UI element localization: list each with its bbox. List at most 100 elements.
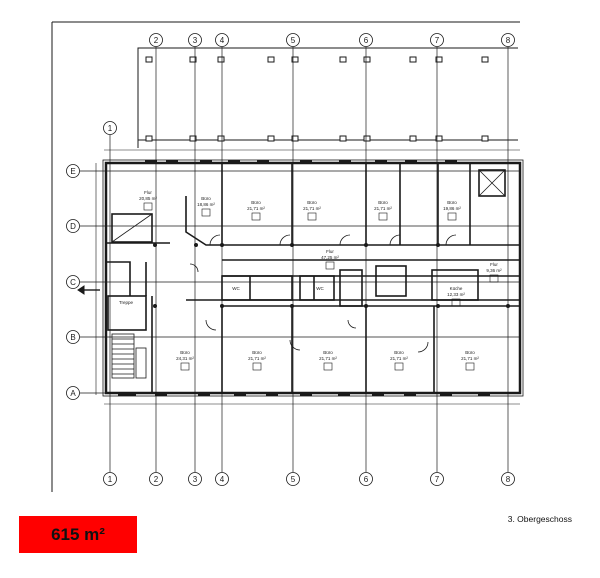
- upper-outline: [137, 47, 518, 148]
- axis-label-2: 2: [154, 36, 159, 45]
- entrance-arrow-icon: [77, 285, 100, 295]
- axis-label-7: 7: [435, 36, 440, 45]
- axis-label-4: 4: [220, 36, 225, 45]
- room-area: 24,31 m²: [176, 356, 194, 361]
- room-name: WC: [316, 286, 324, 291]
- room-area: 21,71 m²: [319, 356, 337, 361]
- axis-4: 44: [215, 33, 229, 486]
- axis-5: 55: [286, 33, 300, 486]
- room-area: 20,85 m²: [139, 196, 157, 201]
- stair-treads: [111, 333, 147, 379]
- room-name: Flur: [490, 262, 498, 267]
- room-area: 21,71 m²: [374, 206, 392, 211]
- axis-label-1: 1: [108, 475, 113, 484]
- axis-label-6: 6: [364, 475, 369, 484]
- axis-2: 22: [149, 33, 163, 486]
- room-symbol-icon: [378, 212, 388, 221]
- room-symbol-icon: [465, 362, 475, 371]
- room-area: 18,86 m²: [197, 202, 215, 207]
- axis-label-3: 3: [193, 475, 198, 484]
- room-symbol-icon: [489, 274, 499, 283]
- axis-label-2: 2: [154, 475, 159, 484]
- room-name: WC: [232, 286, 240, 291]
- room-area: 19,86 m²: [443, 206, 461, 211]
- room-area: 21,71 m²: [461, 356, 479, 361]
- room-name: Küche: [450, 286, 463, 291]
- room-symbol-icon: [201, 208, 211, 217]
- room-name: Flur: [326, 249, 334, 254]
- floor-label: 3. Obergeschoss: [507, 514, 572, 524]
- room-area: 47,25 m²: [321, 255, 339, 260]
- axis-3: 33: [188, 33, 202, 486]
- room-name: Büro: [465, 350, 475, 355]
- room-name: Treppe: [119, 300, 134, 305]
- room-symbol-icon: [394, 362, 404, 371]
- area-label: 615 m²: [51, 524, 105, 544]
- room-area: 9,36 m²: [486, 268, 502, 273]
- room-name: Büro: [201, 196, 211, 201]
- axis-label-C: C: [70, 278, 76, 287]
- axis-label-8: 8: [506, 475, 511, 484]
- axis-label-3: 3: [193, 36, 198, 45]
- door-swings: [189, 234, 457, 353]
- room-area: 21,71 m²: [247, 206, 265, 211]
- room-name: Büro: [323, 350, 333, 355]
- room-symbol-icon: [143, 202, 153, 211]
- room-name: Büro: [307, 200, 317, 205]
- axis-label-6: 6: [364, 36, 369, 45]
- room-name: Büro: [251, 200, 261, 205]
- axis-label-B: B: [70, 333, 75, 342]
- interior-walls: [106, 163, 520, 393]
- room-name: Flur: [144, 190, 152, 195]
- room-area: 21,71 m²: [303, 206, 321, 211]
- axis-label-5: 5: [291, 475, 296, 484]
- axis-label-D: D: [70, 222, 76, 231]
- room-name: Büro: [394, 350, 404, 355]
- room-area: 12,33 m²: [447, 292, 465, 297]
- axis-label-4: 4: [220, 475, 225, 484]
- axis-B: B: [66, 330, 520, 344]
- room-symbol-icon: [323, 362, 333, 371]
- room-name: Büro: [447, 200, 457, 205]
- outer-walls: [95, 149, 524, 405]
- axis-label-8: 8: [506, 36, 511, 45]
- axis-label-5: 5: [291, 36, 296, 45]
- room-symbol-icon: [451, 298, 461, 307]
- area-badge: 615 m²: [19, 516, 137, 553]
- room-area: 21,71 m²: [390, 356, 408, 361]
- axis-D: D: [66, 219, 520, 233]
- axis-C: C: [66, 275, 520, 289]
- room-wc-1: WC: [232, 286, 240, 291]
- axis-label-7: 7: [435, 475, 440, 484]
- room-symbol-icon: [447, 212, 457, 221]
- axis-1: 11: [103, 121, 117, 486]
- room-symbol-icon: [252, 362, 262, 371]
- axis-7: 77: [430, 33, 444, 486]
- axis-label-A: A: [70, 389, 76, 398]
- room-symbol-icon: [307, 212, 317, 221]
- axis-E: E: [66, 164, 520, 178]
- room-name: Büro: [180, 350, 190, 355]
- axis-label-1: 1: [108, 124, 113, 133]
- axis-8: 88: [501, 33, 515, 486]
- room-symbol-icon: [180, 362, 190, 371]
- room-wc-2: WC: [316, 286, 324, 291]
- room-symbol-icon: [325, 261, 335, 270]
- axis-label-E: E: [70, 167, 75, 176]
- axis-A: A: [66, 386, 520, 400]
